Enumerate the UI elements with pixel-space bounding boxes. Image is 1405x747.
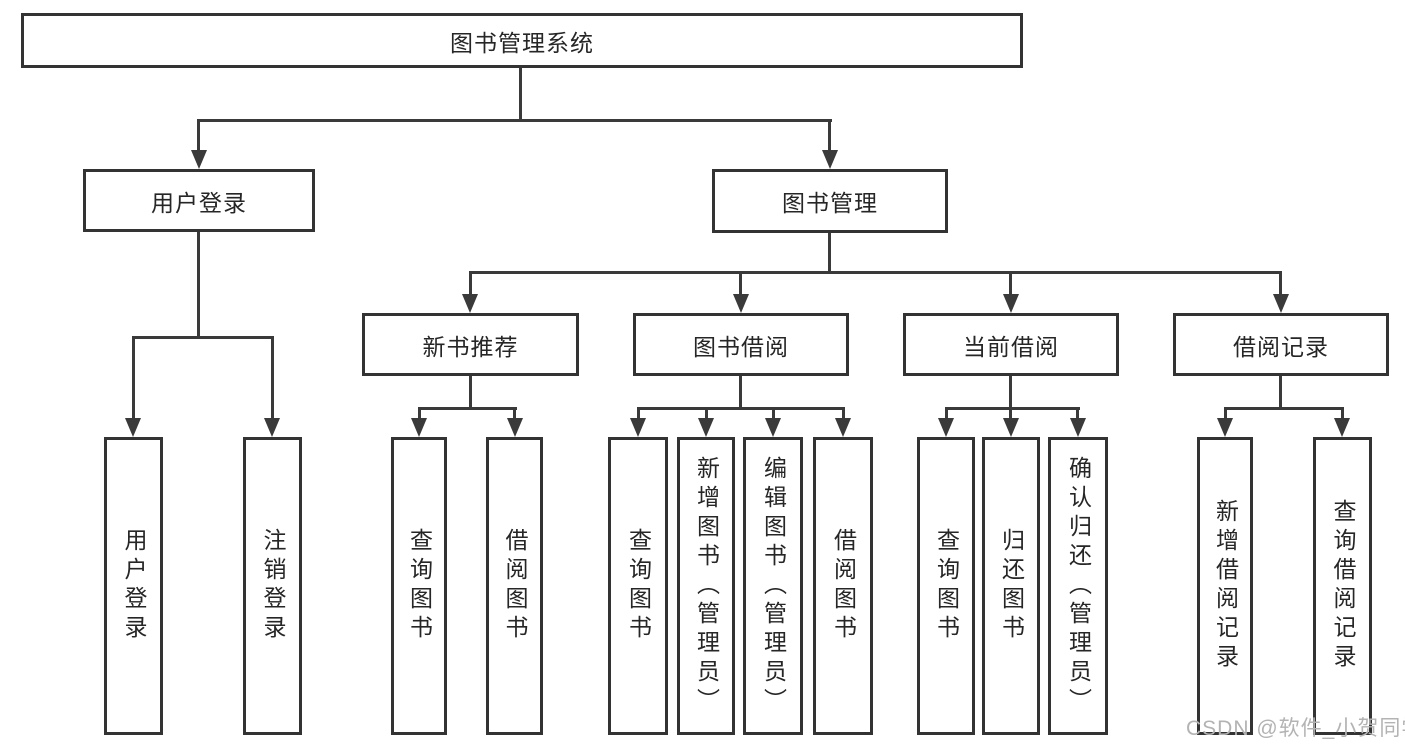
connector-borrow-branch bbox=[637, 407, 845, 410]
arrowhead-cur-return bbox=[1003, 418, 1019, 437]
connector-current-stem bbox=[1009, 376, 1012, 409]
leaf-bor-add-label: 新增图书（管理员） bbox=[693, 455, 720, 717]
node-new-book-rec-label: 新书推荐 bbox=[422, 333, 519, 360]
node-root: 图书管理系统 bbox=[21, 13, 1023, 68]
node-new-book-rec: 新书推荐 bbox=[362, 313, 579, 376]
connector-drop-book-borrow bbox=[739, 271, 742, 296]
node-borrow-records: 借阅记录 bbox=[1173, 313, 1389, 376]
arrowhead-book-borrow bbox=[733, 294, 749, 313]
leaf-rec-borrow: 借阅图书 bbox=[486, 437, 543, 735]
leaf-cur-return: 归还图书 bbox=[982, 437, 1040, 735]
connector-root-branch bbox=[198, 119, 832, 122]
arrowhead-cur-query bbox=[938, 418, 954, 437]
arrowhead-recd-query bbox=[1334, 418, 1350, 437]
connector-drop-recd-query bbox=[1341, 407, 1344, 421]
leaf-cur-confirm: 确认归还（管理员） bbox=[1048, 437, 1108, 735]
node-user-login: 用户登录 bbox=[83, 169, 315, 232]
arrowhead-new-book-rec bbox=[462, 294, 478, 313]
arrowhead-leaf-user-login bbox=[125, 418, 141, 437]
csdn-watermark: CSDN @软件_小贺同学 bbox=[1186, 717, 1405, 740]
arrowhead-bor-add bbox=[698, 418, 714, 437]
connector-mgmt-branch bbox=[469, 271, 1282, 274]
leaf-rec-borrow-label: 借阅图书 bbox=[502, 528, 528, 644]
connector-root-stem bbox=[519, 68, 522, 122]
connector-drop-bor-borrow bbox=[842, 407, 845, 421]
connector-drop-borrow-records bbox=[1279, 271, 1282, 296]
leaf-cur-query-label: 查询图书 bbox=[933, 528, 960, 644]
leaf-bor-query-label: 查询图书 bbox=[625, 528, 652, 644]
leaf-bor-borrow: 借阅图书 bbox=[813, 437, 873, 735]
arrowhead-book-mgmt bbox=[822, 150, 838, 169]
connector-drop-recd-add bbox=[1224, 407, 1227, 421]
connector-records-stem bbox=[1279, 376, 1282, 409]
connector-records-branch bbox=[1224, 407, 1344, 410]
node-book-mgmt-label: 图书管理 bbox=[782, 190, 878, 216]
leaf-rec-query: 查询图书 bbox=[391, 437, 447, 735]
connector-drop-cur-query bbox=[945, 407, 948, 421]
leaf-cur-confirm-label: 确认归还（管理员） bbox=[1065, 455, 1092, 717]
connector-user-branch bbox=[132, 336, 274, 339]
arrowhead-bor-borrow bbox=[835, 418, 851, 437]
leaf-rec-query-label: 查询图书 bbox=[406, 528, 433, 644]
leaf-user-login-label: 用户登录 bbox=[121, 528, 147, 644]
leaf-bor-add: 新增图书（管理员） bbox=[677, 437, 735, 735]
connector-drop-current-borrow bbox=[1009, 271, 1012, 296]
arrowhead-rec-borrow bbox=[507, 418, 523, 437]
leaf-bor-query: 查询图书 bbox=[608, 437, 668, 735]
arrowhead-leaf-logout bbox=[264, 418, 280, 437]
connector-drop-book-mgmt bbox=[828, 119, 831, 152]
connector-drop-cur-return bbox=[1009, 407, 1012, 421]
leaf-user-login: 用户登录 bbox=[104, 437, 163, 735]
node-current-borrow: 当前借阅 bbox=[903, 313, 1119, 376]
arrowhead-cur-confirm bbox=[1070, 418, 1086, 437]
arrowhead-borrow-records bbox=[1273, 294, 1289, 313]
connector-drop-rec-borrow bbox=[513, 407, 516, 421]
leaf-bor-borrow-label: 借阅图书 bbox=[830, 528, 857, 644]
leaf-recd-query-label: 查询借阅记录 bbox=[1330, 499, 1356, 673]
connector-drop-new-book-rec bbox=[469, 271, 472, 296]
leaf-logout-label: 注销登录 bbox=[260, 528, 286, 644]
node-borrow-records-label: 借阅记录 bbox=[1233, 333, 1329, 360]
arrowhead-recd-add bbox=[1217, 418, 1233, 437]
leaf-cur-query: 查询图书 bbox=[917, 437, 975, 735]
connector-drop-leaf-logout bbox=[271, 336, 274, 420]
connector-borrow-stem bbox=[739, 376, 742, 409]
arrowhead-bor-query bbox=[630, 418, 646, 437]
connector-drop-rec-query bbox=[418, 407, 421, 421]
leaf-recd-add-label: 新增借阅记录 bbox=[1212, 499, 1239, 673]
node-root-label: 图书管理系统 bbox=[450, 29, 594, 56]
leaf-logout: 注销登录 bbox=[243, 437, 302, 735]
connector-rec-stem bbox=[469, 376, 472, 409]
connector-user-stem bbox=[197, 232, 200, 339]
node-book-borrow-label: 图书借阅 bbox=[693, 333, 789, 360]
connector-drop-cur-confirm bbox=[1076, 407, 1079, 421]
leaf-cur-return-label: 归还图书 bbox=[998, 528, 1025, 644]
connector-drop-bor-add bbox=[705, 407, 708, 421]
node-user-login-label: 用户登录 bbox=[151, 189, 247, 216]
node-book-mgmt: 图书管理 bbox=[712, 169, 948, 233]
leaf-bor-edit: 编辑图书（管理员） bbox=[743, 437, 803, 735]
connector-drop-bor-edit bbox=[772, 407, 775, 421]
leaf-bor-edit-label: 编辑图书（管理员） bbox=[760, 455, 787, 717]
arrowhead-bor-edit bbox=[765, 418, 781, 437]
leaf-recd-add: 新增借阅记录 bbox=[1197, 437, 1253, 735]
node-book-borrow: 图书借阅 bbox=[633, 313, 849, 376]
connector-mgmt-stem bbox=[828, 233, 831, 274]
arrowhead-rec-query bbox=[411, 418, 427, 437]
arrowhead-user-login bbox=[191, 150, 207, 169]
connector-drop-bor-query bbox=[637, 407, 640, 421]
connector-drop-leaf-user-login bbox=[132, 336, 135, 420]
arrowhead-current-borrow bbox=[1003, 294, 1019, 313]
connector-current-branch bbox=[945, 407, 1080, 410]
connector-rec-branch bbox=[418, 407, 517, 410]
leaf-recd-query: 查询借阅记录 bbox=[1313, 437, 1372, 735]
node-current-borrow-label: 当前借阅 bbox=[963, 333, 1059, 360]
connector-drop-user-login bbox=[197, 119, 200, 152]
